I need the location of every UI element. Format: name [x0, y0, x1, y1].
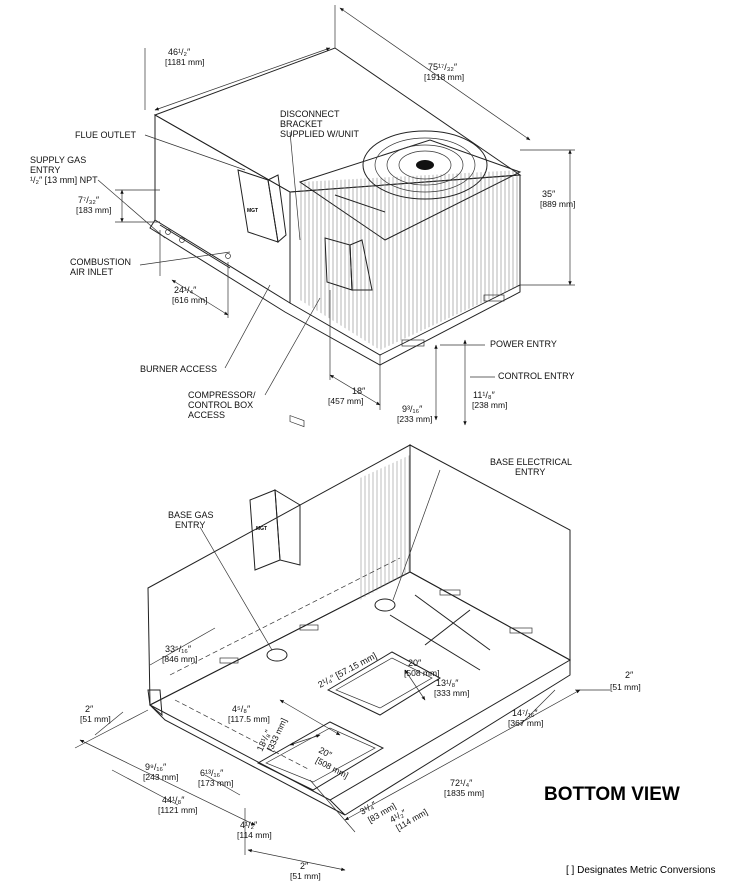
dim-24: 24¹/₄″ — [174, 285, 197, 295]
dim-depth-label: 46¹/₂″ — [168, 47, 191, 57]
base-gas-label-1: BASE GAS — [168, 510, 214, 520]
dim-depth-mm: [1181 mm] — [165, 57, 205, 67]
dim-9-9-mm: [243 mm] — [143, 772, 178, 782]
burner-access-label: BURNER ACCESS — [140, 364, 217, 374]
disconnect-label-3: SUPPLIED W/UNIT — [280, 129, 360, 139]
dim-height-mm: [889 mm] — [540, 199, 575, 209]
dim-4-1b-mm: [114 mm] — [237, 830, 272, 840]
dim-11: 11¹/₈″ — [473, 390, 496, 400]
dim-gas-height: 7⁷/₃₂″ — [78, 195, 100, 205]
dim-2-bottom: 2″ — [300, 861, 309, 871]
fan-hub — [416, 160, 434, 170]
dim-44: 44¹/₈″ — [162, 795, 185, 805]
condenser-coil — [300, 170, 520, 350]
compressor-label-2: CONTROL BOX — [188, 400, 253, 410]
dim-13a-mm: [333 mm] — [434, 688, 469, 698]
metric-footnote: [ ] Designates Metric Conversions — [566, 865, 716, 876]
dim-14-mm: [367 mm] — [508, 718, 543, 728]
dim-33-mm: [846 mm] — [162, 654, 197, 664]
disconnect-label-2: BRACKET — [280, 119, 323, 129]
flue-outlet-label: FLUE OUTLET — [75, 130, 137, 140]
dim-2-left-mm: [51 mm] — [80, 714, 111, 724]
dim-6: 6¹³/₁₆″ — [200, 768, 224, 778]
dim-20a: 20″ — [408, 658, 422, 668]
top-dimension-lines — [97, 5, 575, 426]
dim-4-5-mm: [117.5 mm] — [228, 714, 270, 724]
combustion-label-2: AIR INLET — [70, 267, 114, 277]
dim-18-mm: [457 mm] — [328, 396, 363, 406]
dim-72: 72¹/₄″ — [450, 778, 473, 788]
supply-gas-label-2: ENTRY — [30, 165, 60, 175]
supply-gas-label-1: SUPPLY GAS — [30, 155, 86, 165]
dim-4-1b: 4¹/₂″ — [240, 820, 258, 830]
base-electrical-entry-hole — [374, 598, 396, 612]
dim-2-left: 2″ — [85, 704, 94, 714]
dim-2-right: 2″ — [625, 670, 634, 680]
compressor-label-1: COMPRESSOR/ — [188, 390, 256, 400]
dim-height-label: 35″ — [542, 189, 556, 199]
unit-left-face — [154, 114, 291, 304]
supply-gas-size: ¹/₂″ [13 mm] NPT — [30, 175, 98, 185]
dim-length-mm: [1918 mm] — [424, 72, 464, 82]
dim-18: 18″ — [352, 386, 366, 396]
condenser-top-panel — [298, 139, 522, 241]
dim-20b-mm: [508 mm] — [314, 755, 350, 780]
top-isometric-view: MGT — [149, 47, 522, 428]
power-entry-label: POWER ENTRY — [490, 339, 557, 349]
top-labels: 46¹/₂″ [1181 mm] 75¹⁷/₃₂″ [1918 mm] 35″ … — [30, 47, 575, 424]
dim-72-mm: [1835 mm] — [444, 788, 484, 798]
dim-13a: 13¹/₈″ — [436, 678, 459, 688]
view-title: BOTTOM VIEW — [544, 784, 680, 805]
dim-9-9: 9⁹/₁₆″ — [145, 762, 167, 772]
dim-2-right-mm: [51 mm] — [610, 682, 641, 692]
dim-6-mm: [173 mm] — [198, 778, 233, 788]
dim-20a-mm: [508 mm] — [404, 668, 439, 678]
dim-14: 14⁷/₁₆″ — [512, 708, 538, 718]
control-entry-label: CONTROL ENTRY — [498, 371, 575, 381]
dim-length-label: 75¹⁷/₃₂″ — [428, 62, 458, 72]
svg-text:MGT: MGT — [256, 526, 267, 532]
disconnect-label-1: DISCONNECT — [280, 109, 340, 119]
right-wall-coil — [409, 444, 571, 661]
dim-9-3: 9³/₁₆″ — [402, 404, 423, 414]
base-gas-entry-hole — [266, 648, 288, 662]
combustion-label-1: COMBUSTION — [70, 257, 131, 267]
dim-gas-height-mm: [183 mm] — [76, 205, 111, 215]
dim-2-bottom-mm: [51 mm] — [290, 871, 321, 881]
bottom-dimension-lines — [74, 469, 610, 871]
dim-9-3-mm: [233 mm] — [397, 414, 432, 424]
dim-11-mm: [238 mm] — [472, 400, 507, 410]
base-gas-label-2: ENTRY — [175, 520, 205, 530]
dim-44-mm: [1121 mm] — [158, 805, 198, 815]
compressor-label-3: ACCESS — [188, 410, 225, 420]
base-electrical-label-2: ENTRY — [515, 467, 545, 477]
base-pan — [148, 571, 572, 801]
dim-4-5: 4⁵/₈″ — [232, 704, 251, 714]
svg-text:MGT: MGT — [247, 208, 258, 214]
dim-33: 33⁵/₁₆″ — [165, 644, 192, 654]
dim-24-mm: [616 mm] — [172, 295, 207, 305]
base-electrical-label-1: BASE ELECTRICAL — [490, 457, 572, 467]
coil-section — [360, 455, 410, 600]
